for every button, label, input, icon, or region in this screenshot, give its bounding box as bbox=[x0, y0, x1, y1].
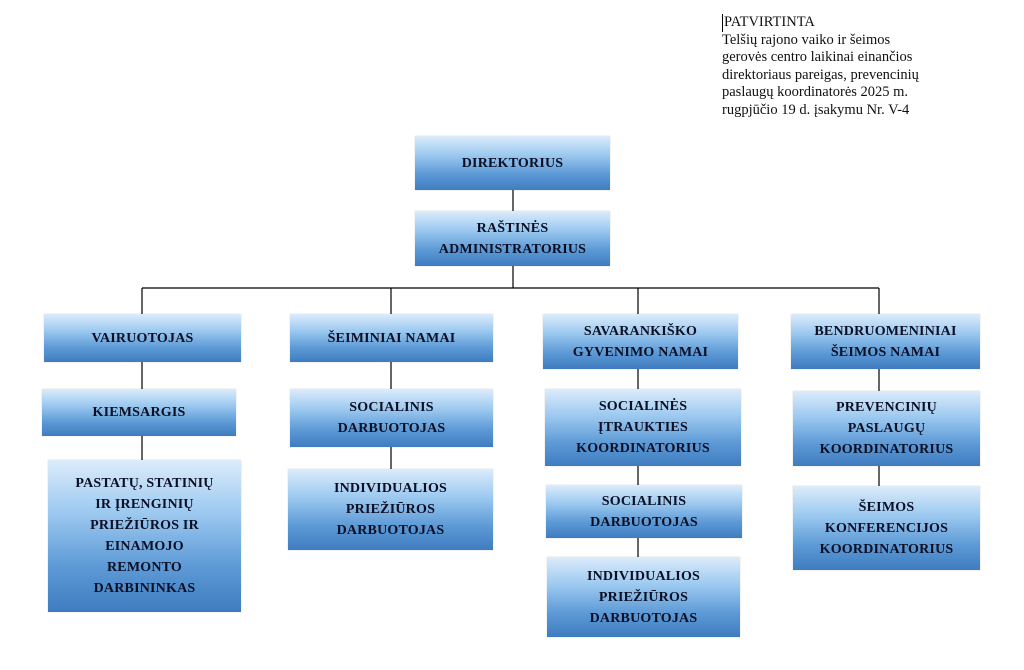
office-admin-label: RAŠTINĖS ADMINISTRATORIUS bbox=[438, 220, 587, 257]
column-head-label: SAVARANKIŠKO GYVENIMO NAMAI bbox=[572, 323, 709, 360]
approval-note: PATVIRTINTA Telšių rajono vaiko ir šeimo… bbox=[722, 14, 1012, 120]
position-box: INDIVIDUALIOS PRIEŽIŪROS DARBUOTOJAS bbox=[547, 557, 740, 637]
director-label: DIREKTORIUS bbox=[461, 155, 564, 171]
position-label: ŠEIMOS KONFERENCIJOS KOORDINATORIUS bbox=[819, 499, 954, 557]
column-head-box: SAVARANKIŠKO GYVENIMO NAMAI bbox=[543, 314, 738, 369]
position-label: PASTATŲ, STATINIŲ IR ĮRENGINIŲ PRIEŽIŪRO… bbox=[75, 476, 214, 596]
column-head-label: BENDRUOMENINIAI ŠEIMOS NAMAI bbox=[814, 323, 957, 360]
column-head-box: BENDRUOMENINIAI ŠEIMOS NAMAI bbox=[791, 314, 980, 369]
approval-line: Telšių rajono vaiko ir šeimos bbox=[722, 31, 891, 48]
position-box: SOCIALINĖS ĮTRAUKTIES KOORDINATORIUS bbox=[545, 389, 741, 466]
approval-line: PATVIRTINTA bbox=[722, 14, 1012, 32]
column-head-label: ŠEIMINIAI NAMAI bbox=[327, 330, 456, 346]
position-label: SOCIALINIS DARBUOTOJAS bbox=[337, 400, 446, 436]
position-box: KIEMSARGIS bbox=[42, 389, 236, 436]
position-label: PREVENCINIŲ PASLAUGŲ KOORDINATORIUS bbox=[819, 400, 954, 457]
position-label: INDIVIDUALIOS PRIEŽIŪROS DARBUOTOJAS bbox=[586, 568, 701, 626]
position-box: SOCIALINIS DARBUOTOJAS bbox=[290, 389, 493, 447]
position-box: PREVENCINIŲ PASLAUGŲ KOORDINATORIUS bbox=[793, 391, 980, 466]
director-box: DIREKTORIUS bbox=[415, 136, 610, 190]
position-box: SOCIALINIS DARBUOTOJAS bbox=[546, 485, 742, 538]
approval-line: paslaugų koordinatorės 2025 m. bbox=[722, 84, 909, 101]
column-head-box: ŠEIMINIAI NAMAI bbox=[290, 314, 493, 362]
position-label: INDIVIDUALIOS PRIEŽIŪROS DARBUOTOJAS bbox=[333, 481, 448, 538]
position-label: KIEMSARGIS bbox=[92, 405, 186, 420]
position-box: INDIVIDUALIOS PRIEŽIŪROS DARBUOTOJAS bbox=[288, 469, 493, 550]
approval-line: gerovės centro laikinai einančios bbox=[722, 49, 913, 66]
position-box: PASTATŲ, STATINIŲ IR ĮRENGINIŲ PRIEŽIŪRO… bbox=[48, 460, 241, 612]
position-box: ŠEIMOS KONFERENCIJOS KOORDINATORIUS bbox=[793, 486, 980, 570]
approval-line: direktoriaus pareigas, prevencinių bbox=[722, 66, 919, 83]
column-head-label: VAIRUOTOJAS bbox=[91, 330, 194, 346]
column-head-box: VAIRUOTOJAS bbox=[44, 314, 241, 362]
position-label: SOCIALINIS DARBUOTOJAS bbox=[590, 493, 698, 530]
approval-line: rugpjūčio 19 d. įsakymu Nr. V-4 bbox=[722, 101, 910, 118]
position-label: SOCIALINĖS ĮTRAUKTIES KOORDINATORIUS bbox=[576, 399, 710, 456]
office-admin-box: RAŠTINĖS ADMINISTRATORIUS bbox=[415, 211, 610, 266]
